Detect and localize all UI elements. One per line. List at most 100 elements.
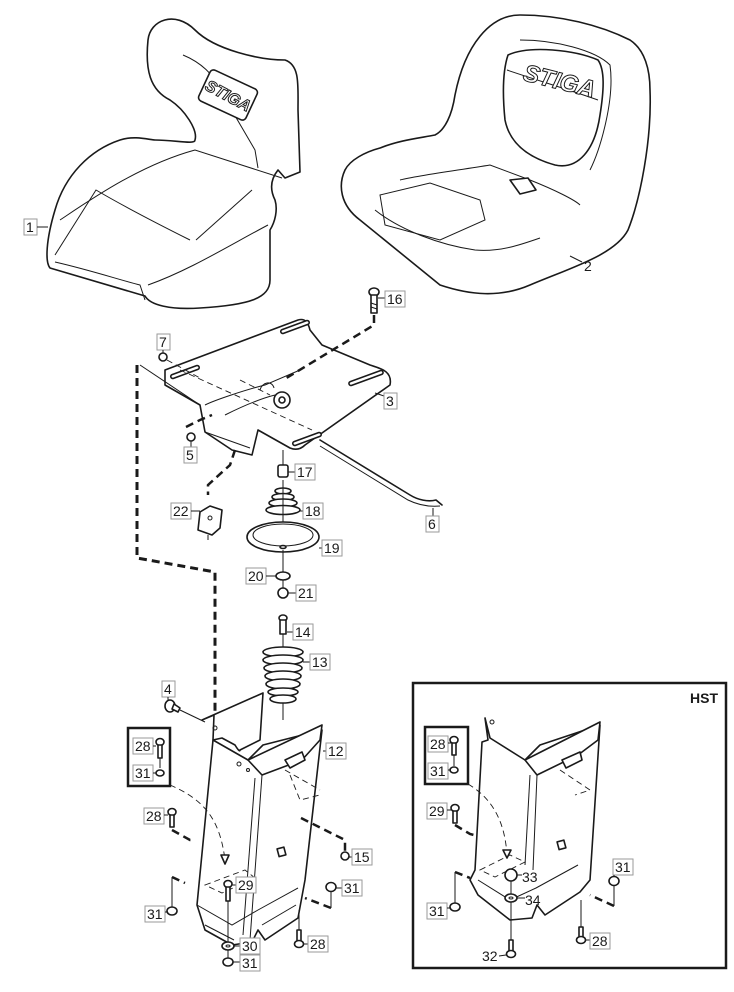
bolt-16 bbox=[282, 287, 380, 382]
seat-1: STIGA bbox=[46, 18, 301, 310]
callout-31-inset: 31 bbox=[132, 764, 156, 782]
callout-6: 6 bbox=[425, 508, 440, 533]
hst-callout-31-left: 31 bbox=[426, 902, 450, 920]
svg-text:19: 19 bbox=[324, 540, 340, 556]
switch-guide-line bbox=[206, 449, 237, 495]
callout-28-left: 28 bbox=[143, 807, 168, 825]
svg-text:16: 16 bbox=[387, 291, 403, 307]
callout-21: 21 bbox=[288, 584, 317, 602]
hst-callout-29: 29 bbox=[426, 802, 451, 820]
guide-line-to-plate bbox=[139, 364, 201, 406]
nut-5-guide bbox=[185, 413, 213, 429]
nut-31-right bbox=[304, 881, 337, 910]
bellows-13 bbox=[262, 646, 304, 704]
svg-text:28: 28 bbox=[592, 933, 608, 949]
hst-callout-28-bottom: 28 bbox=[586, 932, 611, 950]
svg-text:30: 30 bbox=[242, 938, 258, 954]
spacer-17 bbox=[277, 450, 289, 478]
svg-text:29: 29 bbox=[238, 877, 254, 893]
svg-text:4: 4 bbox=[164, 681, 172, 697]
svg-text:31: 31 bbox=[242, 955, 258, 971]
bolt-28-bottom bbox=[293, 910, 305, 949]
nut-21 bbox=[277, 587, 289, 599]
svg-text:12: 12 bbox=[328, 743, 344, 759]
svg-text:34: 34 bbox=[525, 892, 541, 908]
svg-text:14: 14 bbox=[295, 624, 311, 640]
callout-13: 13 bbox=[303, 653, 331, 671]
hst-callout-33: 33 bbox=[517, 869, 538, 885]
callout-15: 15 bbox=[349, 848, 373, 866]
nut-15 bbox=[340, 851, 350, 861]
svg-text:17: 17 bbox=[297, 464, 313, 480]
dish-19 bbox=[246, 521, 320, 553]
svg-text:2: 2 bbox=[584, 258, 592, 274]
svg-text:5: 5 bbox=[186, 447, 194, 463]
nut-5 bbox=[186, 432, 196, 442]
hst-inset: HST bbox=[411, 681, 728, 970]
adjustment-rod-6 bbox=[319, 439, 443, 507]
callout-5: 5 bbox=[183, 441, 198, 464]
svg-text:31: 31 bbox=[147, 906, 163, 922]
hst-callout-31-inset: 31 bbox=[427, 762, 451, 780]
nut-7 bbox=[158, 352, 168, 362]
callout-2: 2 bbox=[569, 255, 592, 274]
callout-19: 19 bbox=[319, 539, 343, 557]
svg-text:31: 31 bbox=[429, 903, 445, 919]
svg-text:31: 31 bbox=[135, 765, 151, 781]
callout-14: 14 bbox=[287, 623, 314, 641]
callout-17: 17 bbox=[288, 463, 316, 481]
callout-29: 29 bbox=[232, 876, 257, 894]
seat-2: STIGA bbox=[340, 14, 652, 295]
svg-text:28: 28 bbox=[310, 936, 326, 952]
svg-text:28: 28 bbox=[135, 738, 151, 754]
callout-3: 3 bbox=[374, 392, 398, 410]
spring-18 bbox=[265, 480, 301, 545]
callout-16: 16 bbox=[378, 290, 406, 308]
detail-inset-main bbox=[126, 726, 230, 865]
switch-22 bbox=[197, 505, 223, 540]
svg-text:6: 6 bbox=[428, 516, 436, 532]
hst-callout-28-inset: 28 bbox=[427, 735, 451, 753]
svg-text:15: 15 bbox=[354, 849, 370, 865]
bolt-28-left bbox=[167, 807, 195, 842]
callout-28-bottom: 28 bbox=[304, 935, 329, 953]
callout-28-inset: 28 bbox=[132, 737, 156, 755]
svg-text:31: 31 bbox=[430, 763, 446, 779]
svg-text:21: 21 bbox=[298, 585, 314, 601]
assembly-guide-line-left bbox=[135, 365, 217, 715]
callout-31-bottom-left: 31 bbox=[144, 905, 167, 923]
svg-text:7: 7 bbox=[159, 334, 167, 350]
nut-31-left bbox=[166, 875, 186, 916]
svg-text:13: 13 bbox=[312, 654, 328, 670]
callout-4: 4 bbox=[161, 680, 176, 700]
svg-text:31: 31 bbox=[344, 880, 360, 896]
callout-12: 12 bbox=[323, 742, 347, 760]
nut-15-guide bbox=[300, 816, 347, 855]
svg-text:28: 28 bbox=[146, 808, 162, 824]
svg-text:28: 28 bbox=[430, 736, 446, 752]
seat-plate-3 bbox=[164, 318, 392, 456]
washer-20 bbox=[275, 571, 291, 581]
nut-7-guide bbox=[166, 359, 201, 379]
svg-text:18: 18 bbox=[305, 503, 321, 519]
hst-callout-31-right: 31 bbox=[612, 858, 634, 877]
svg-text:29: 29 bbox=[429, 803, 445, 819]
callout-31-bottom: 31 bbox=[233, 954, 261, 972]
svg-text:20: 20 bbox=[248, 568, 264, 584]
svg-text:33: 33 bbox=[522, 869, 538, 885]
svg-text:31: 31 bbox=[615, 859, 631, 875]
callout-20: 20 bbox=[245, 567, 276, 585]
svg-text:22: 22 bbox=[173, 503, 189, 519]
svg-text:32: 32 bbox=[482, 948, 498, 964]
bolt-29-stack bbox=[221, 879, 235, 967]
hst-callout-34: 34 bbox=[517, 892, 541, 908]
bolt-4 bbox=[164, 699, 206, 723]
callout-18: 18 bbox=[300, 502, 324, 520]
callout-31-right: 31 bbox=[336, 879, 363, 897]
hst-label: HST bbox=[690, 690, 718, 706]
hst-callout-32: 32 bbox=[482, 948, 507, 964]
callout-1: 1 bbox=[23, 218, 48, 236]
callout-30: 30 bbox=[234, 937, 261, 955]
callout-7: 7 bbox=[156, 333, 171, 353]
